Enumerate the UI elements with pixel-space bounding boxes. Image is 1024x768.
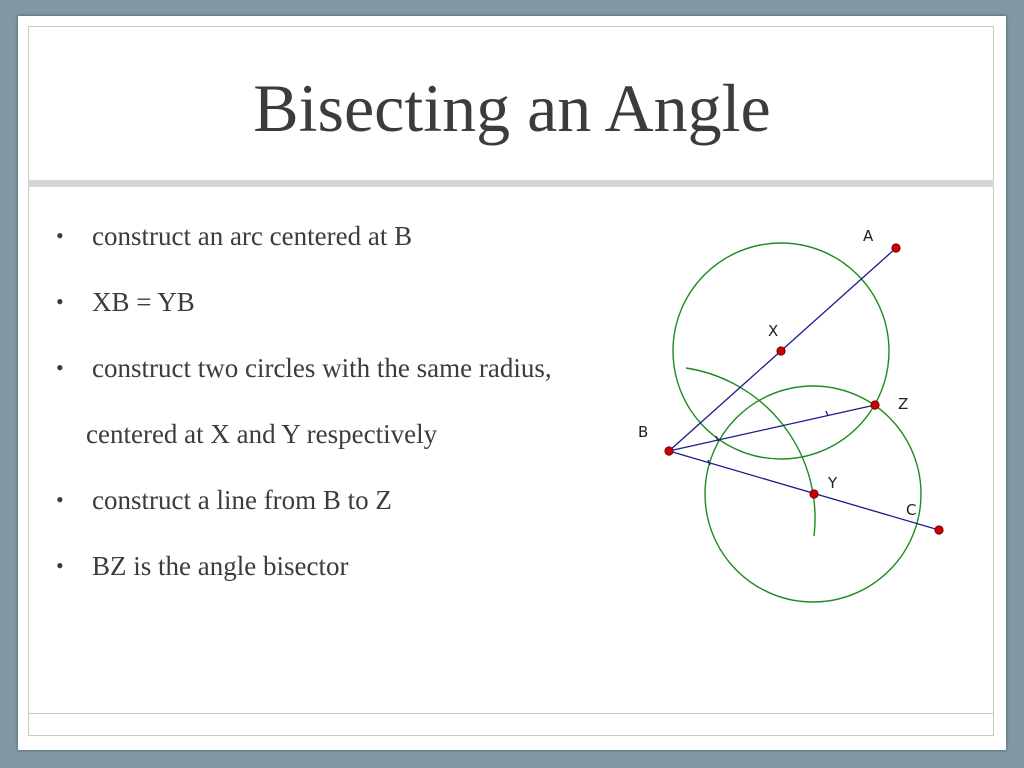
bullet-item: • BZ is the angle bisector	[54, 546, 674, 612]
ray-bc	[668, 450, 940, 531]
title-divider	[28, 180, 994, 187]
label-c: C	[906, 501, 916, 519]
slide: Bisecting an Angle • construct an arc ce…	[18, 16, 1006, 750]
bullet-marker: •	[56, 289, 64, 314]
bullet-list: • construct an arc centered at B • XB = …	[54, 216, 674, 612]
bullet-item: • construct an arc centered at B	[54, 216, 674, 282]
bullet-marker: •	[56, 355, 64, 380]
point-z	[870, 400, 880, 410]
bullet-marker: •	[56, 223, 64, 248]
point-b	[664, 446, 674, 456]
point-a	[891, 243, 901, 253]
slide-inner-border	[28, 26, 994, 736]
bullet-marker: •	[56, 487, 64, 512]
bullet-text: construct two circles with the same radi…	[92, 353, 552, 383]
angle-bisector-diagram: A B C X Y Z	[638, 227, 944, 603]
slide-title: Bisecting an Angle	[253, 70, 771, 146]
bullet-item: • XB = YB	[54, 282, 674, 348]
bullet-text: construct an arc centered at B	[92, 221, 413, 251]
label-y: Y	[827, 474, 838, 492]
circle-centered-y	[704, 385, 922, 603]
bullet-text: construct a line from B to Z	[92, 485, 392, 515]
circle-centered-x	[672, 242, 890, 460]
footer-divider	[28, 713, 994, 714]
bullet-continuation: centered at X and Y respectively	[54, 414, 674, 480]
arc-centered-b	[685, 367, 816, 537]
bullet-marker: •	[56, 553, 64, 578]
bullet-text: centered at X and Y respectively	[86, 419, 438, 449]
label-x: X	[768, 322, 778, 340]
tick-mark	[707, 459, 711, 466]
label-z: Z	[898, 395, 908, 413]
tick-mark	[825, 410, 829, 417]
label-a: A	[863, 227, 874, 245]
point-c	[934, 525, 944, 535]
bisector-bz	[668, 404, 876, 452]
bullet-text: XB = YB	[92, 287, 195, 317]
bullet-text: BZ is the angle bisector	[92, 551, 349, 581]
bullet-item: • construct a line from B to Z	[54, 480, 674, 546]
label-b: B	[638, 423, 648, 441]
point-y	[809, 489, 819, 499]
bullet-item: • construct two circles with the same ra…	[54, 348, 674, 414]
tick-mark	[715, 435, 719, 442]
point-x	[776, 346, 786, 356]
